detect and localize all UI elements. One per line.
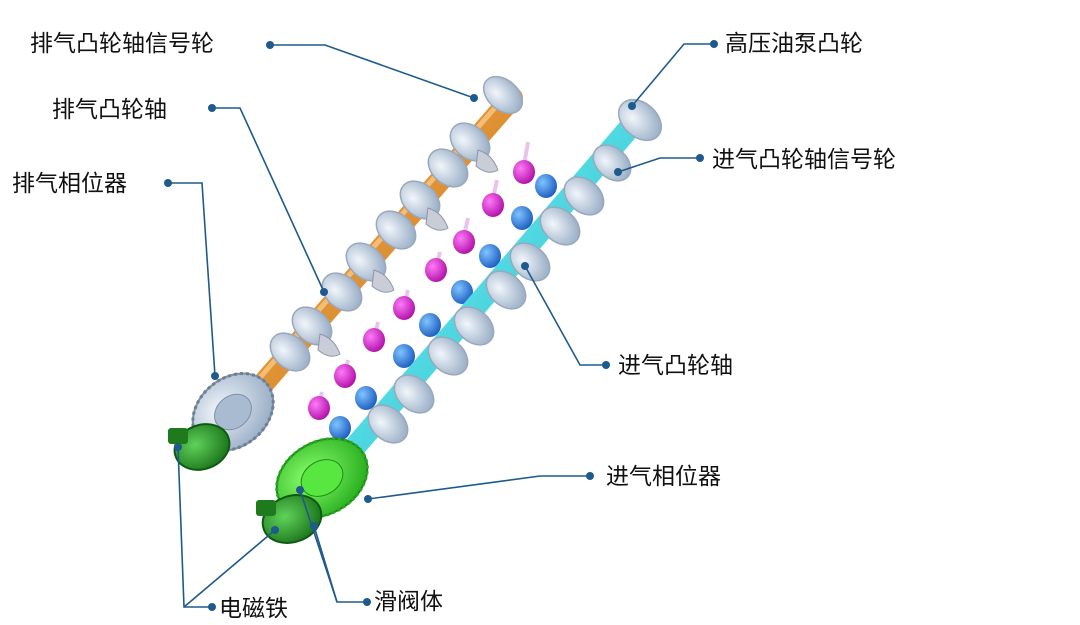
label-intake-camshaft: 进气凸轮轴	[618, 353, 733, 379]
intake-valves	[329, 174, 557, 440]
label-hp-pump-cam: 高压油泵凸轮	[725, 31, 863, 57]
leader-dots	[164, 40, 718, 611]
label-exhaust-signal-wheel: 排气凸轮轴信号轮	[30, 31, 214, 57]
exhaust-camshaft	[251, 75, 524, 396]
exhaust-valves	[308, 141, 535, 420]
label-exhaust-camshaft: 排气凸轮轴	[52, 97, 167, 123]
label-solenoid: 电磁铁	[219, 596, 288, 622]
label-intake-phaser: 进气相位器	[606, 464, 721, 490]
label-exhaust-phaser: 排气相位器	[12, 171, 127, 197]
label-intake-signal-wheel: 进气凸轮轴信号轮	[712, 147, 896, 173]
label-spool-valve: 滑阀体	[374, 589, 443, 615]
